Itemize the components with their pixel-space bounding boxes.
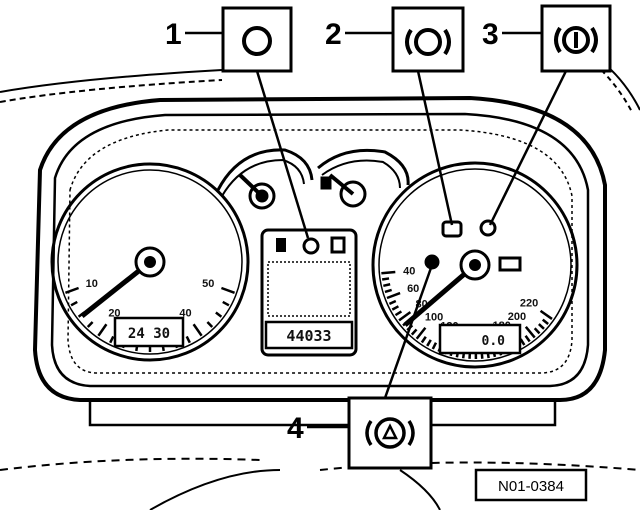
- callout-1: 1: [165, 6, 310, 239]
- callout-3: 3: [482, 4, 612, 226]
- speedometer: 406080100120140160180200220 0.0: [371, 161, 579, 369]
- gauge-tick-label: 40: [179, 308, 191, 320]
- gauge-tick: [381, 277, 390, 281]
- gauge-tick: [539, 309, 553, 320]
- fuel-gauge: [317, 148, 410, 208]
- gauge-tick-label: 220: [520, 298, 538, 310]
- reference-label: N01-0384: [474, 468, 588, 502]
- gauge-tick: [524, 335, 531, 343]
- gauge-tick-label: 10: [86, 278, 98, 290]
- gauge-tick: [97, 323, 108, 337]
- coolant-icon: [255, 189, 269, 203]
- callout-number-2: 2: [325, 18, 342, 51]
- gauge-tick: [431, 342, 438, 350]
- reference-text: N01-0384: [498, 478, 564, 495]
- tachometer-lcd: [113, 316, 185, 348]
- gauge-tick-label: 60: [407, 283, 419, 295]
- cluster-housing: [32, 95, 607, 427]
- dashboard-lines: [0, 57, 640, 510]
- gauge-tick: [86, 321, 94, 328]
- gauge-tick: [541, 318, 549, 325]
- gauge-tick-label: 200: [508, 311, 526, 323]
- fuel-pump-icon: [320, 176, 332, 190]
- gauge-tick: [192, 323, 203, 337]
- gauge-tick-label: 100: [425, 312, 443, 324]
- callout-2: 2: [325, 6, 465, 226]
- callout-number-1: 1: [165, 18, 182, 51]
- gauge-tick-label: 40: [403, 266, 415, 278]
- odometer-lcd: [264, 320, 354, 350]
- gauge-tick: [420, 336, 427, 344]
- gauge-tick: [65, 286, 80, 294]
- gauge-tick: [206, 321, 214, 328]
- tachometer: 1020304050 24 30: [50, 162, 250, 362]
- gauge-tick: [426, 339, 432, 347]
- gauge-tick: [383, 283, 391, 288]
- callout-4: 4: [287, 264, 434, 470]
- abs-warning-icon: [365, 417, 415, 449]
- gauge-tick: [538, 323, 545, 330]
- gauge-tick: [109, 335, 115, 344]
- gauge-tick: [519, 338, 526, 346]
- gauge-tick: [220, 286, 235, 294]
- gauge-tick: [533, 327, 541, 335]
- brake-pad-icon: [554, 26, 598, 54]
- callout-number-3: 3: [482, 18, 499, 51]
- gauge-tick: [410, 328, 418, 336]
- odometer-text: 44033: [286, 327, 331, 345]
- gauge-tick: [222, 300, 230, 307]
- gauge-tick: [394, 310, 403, 317]
- center-indicator-icons: [276, 236, 346, 255]
- gauge-tick: [391, 305, 400, 311]
- center-display: 44033: [260, 228, 358, 357]
- gauge-tick: [70, 300, 78, 307]
- gauge-tick-label: 20: [108, 308, 120, 320]
- gauge-tick: [388, 299, 397, 306]
- gauge-tick: [398, 311, 412, 322]
- gauge-tick: [215, 311, 223, 318]
- gauge-tick: [524, 325, 536, 339]
- speedometer-lcd-text: 0.0: [482, 334, 506, 349]
- gauge-tick: [386, 291, 401, 300]
- gauge-tick: [415, 326, 427, 340]
- callout-number-4: 4: [287, 412, 304, 445]
- bulb-check-icon: [242, 26, 272, 56]
- gauge-tick: [185, 335, 191, 344]
- gauge-tick: [381, 270, 396, 275]
- tachometer-lcd-text: 24 30: [128, 326, 170, 342]
- brake-warning-icon: [405, 28, 451, 56]
- gauge-tick: [384, 288, 393, 294]
- speedometer-lcd: [438, 323, 522, 355]
- temperature-gauge: [216, 148, 314, 210]
- gauge-tick-label: 50: [202, 278, 214, 290]
